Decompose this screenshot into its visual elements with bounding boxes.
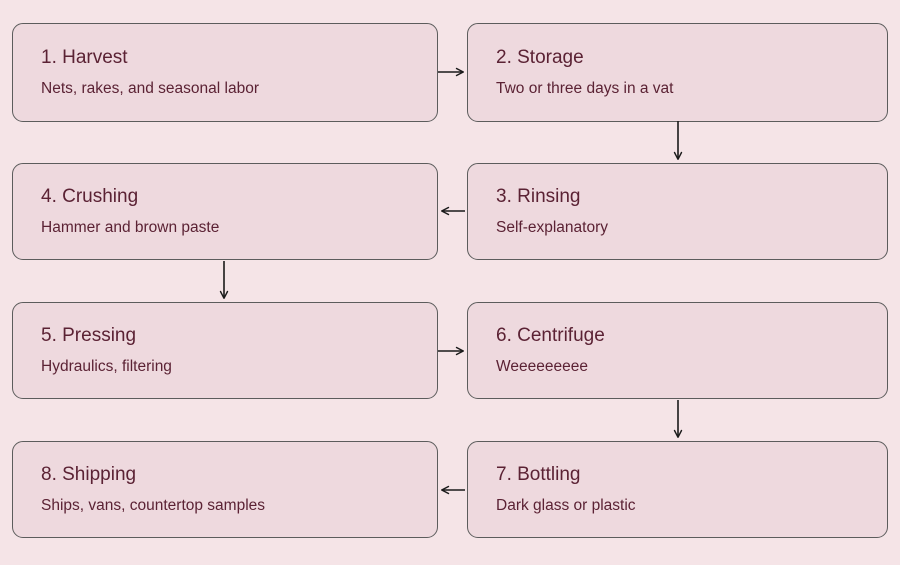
step-subtitle: Hammer and brown paste	[41, 219, 220, 237]
step-title: 8. Shipping	[41, 463, 137, 485]
step-subtitle: Ships, vans, countertop samples	[41, 497, 266, 515]
step-box-storage: 2. Storage Two or three days in a vat	[467, 23, 888, 122]
step-subtitle: Nets, rakes, and seasonal labor	[41, 80, 259, 98]
step-subtitle: Self-explanatory	[496, 219, 609, 237]
step-box-shipping: 8. Shipping Ships, vans, countertop samp…	[12, 441, 438, 538]
step-title: 3. Rinsing	[496, 185, 581, 207]
step-subtitle: Dark glass or plastic	[496, 497, 636, 515]
step-box-rinsing: 3. Rinsing Self-explanatory	[467, 163, 888, 260]
step-title: 6. Centrifuge	[496, 324, 605, 346]
step-subtitle: Weeeeeeeee	[496, 358, 588, 376]
step-subtitle: Hydraulics, filtering	[41, 358, 172, 376]
step-subtitle: Two or three days in a vat	[496, 80, 674, 98]
step-box-pressing: 5. Pressing Hydraulics, filtering	[12, 302, 438, 399]
step-title: 4. Crushing	[41, 185, 139, 207]
step-box-centrifuge: 6. Centrifuge Weeeeeeeee	[467, 302, 888, 399]
step-title: 5. Pressing	[41, 324, 137, 346]
step-box-bottling: 7. Bottling Dark glass or plastic	[467, 441, 888, 538]
step-title: 7. Bottling	[496, 463, 581, 485]
step-box-harvest: 1. Harvest Nets, rakes, and seasonal lab…	[12, 23, 438, 122]
step-title: 1. Harvest	[41, 46, 128, 68]
step-title: 2. Storage	[496, 46, 584, 68]
step-box-crushing: 4. Crushing Hammer and brown paste	[12, 163, 438, 260]
